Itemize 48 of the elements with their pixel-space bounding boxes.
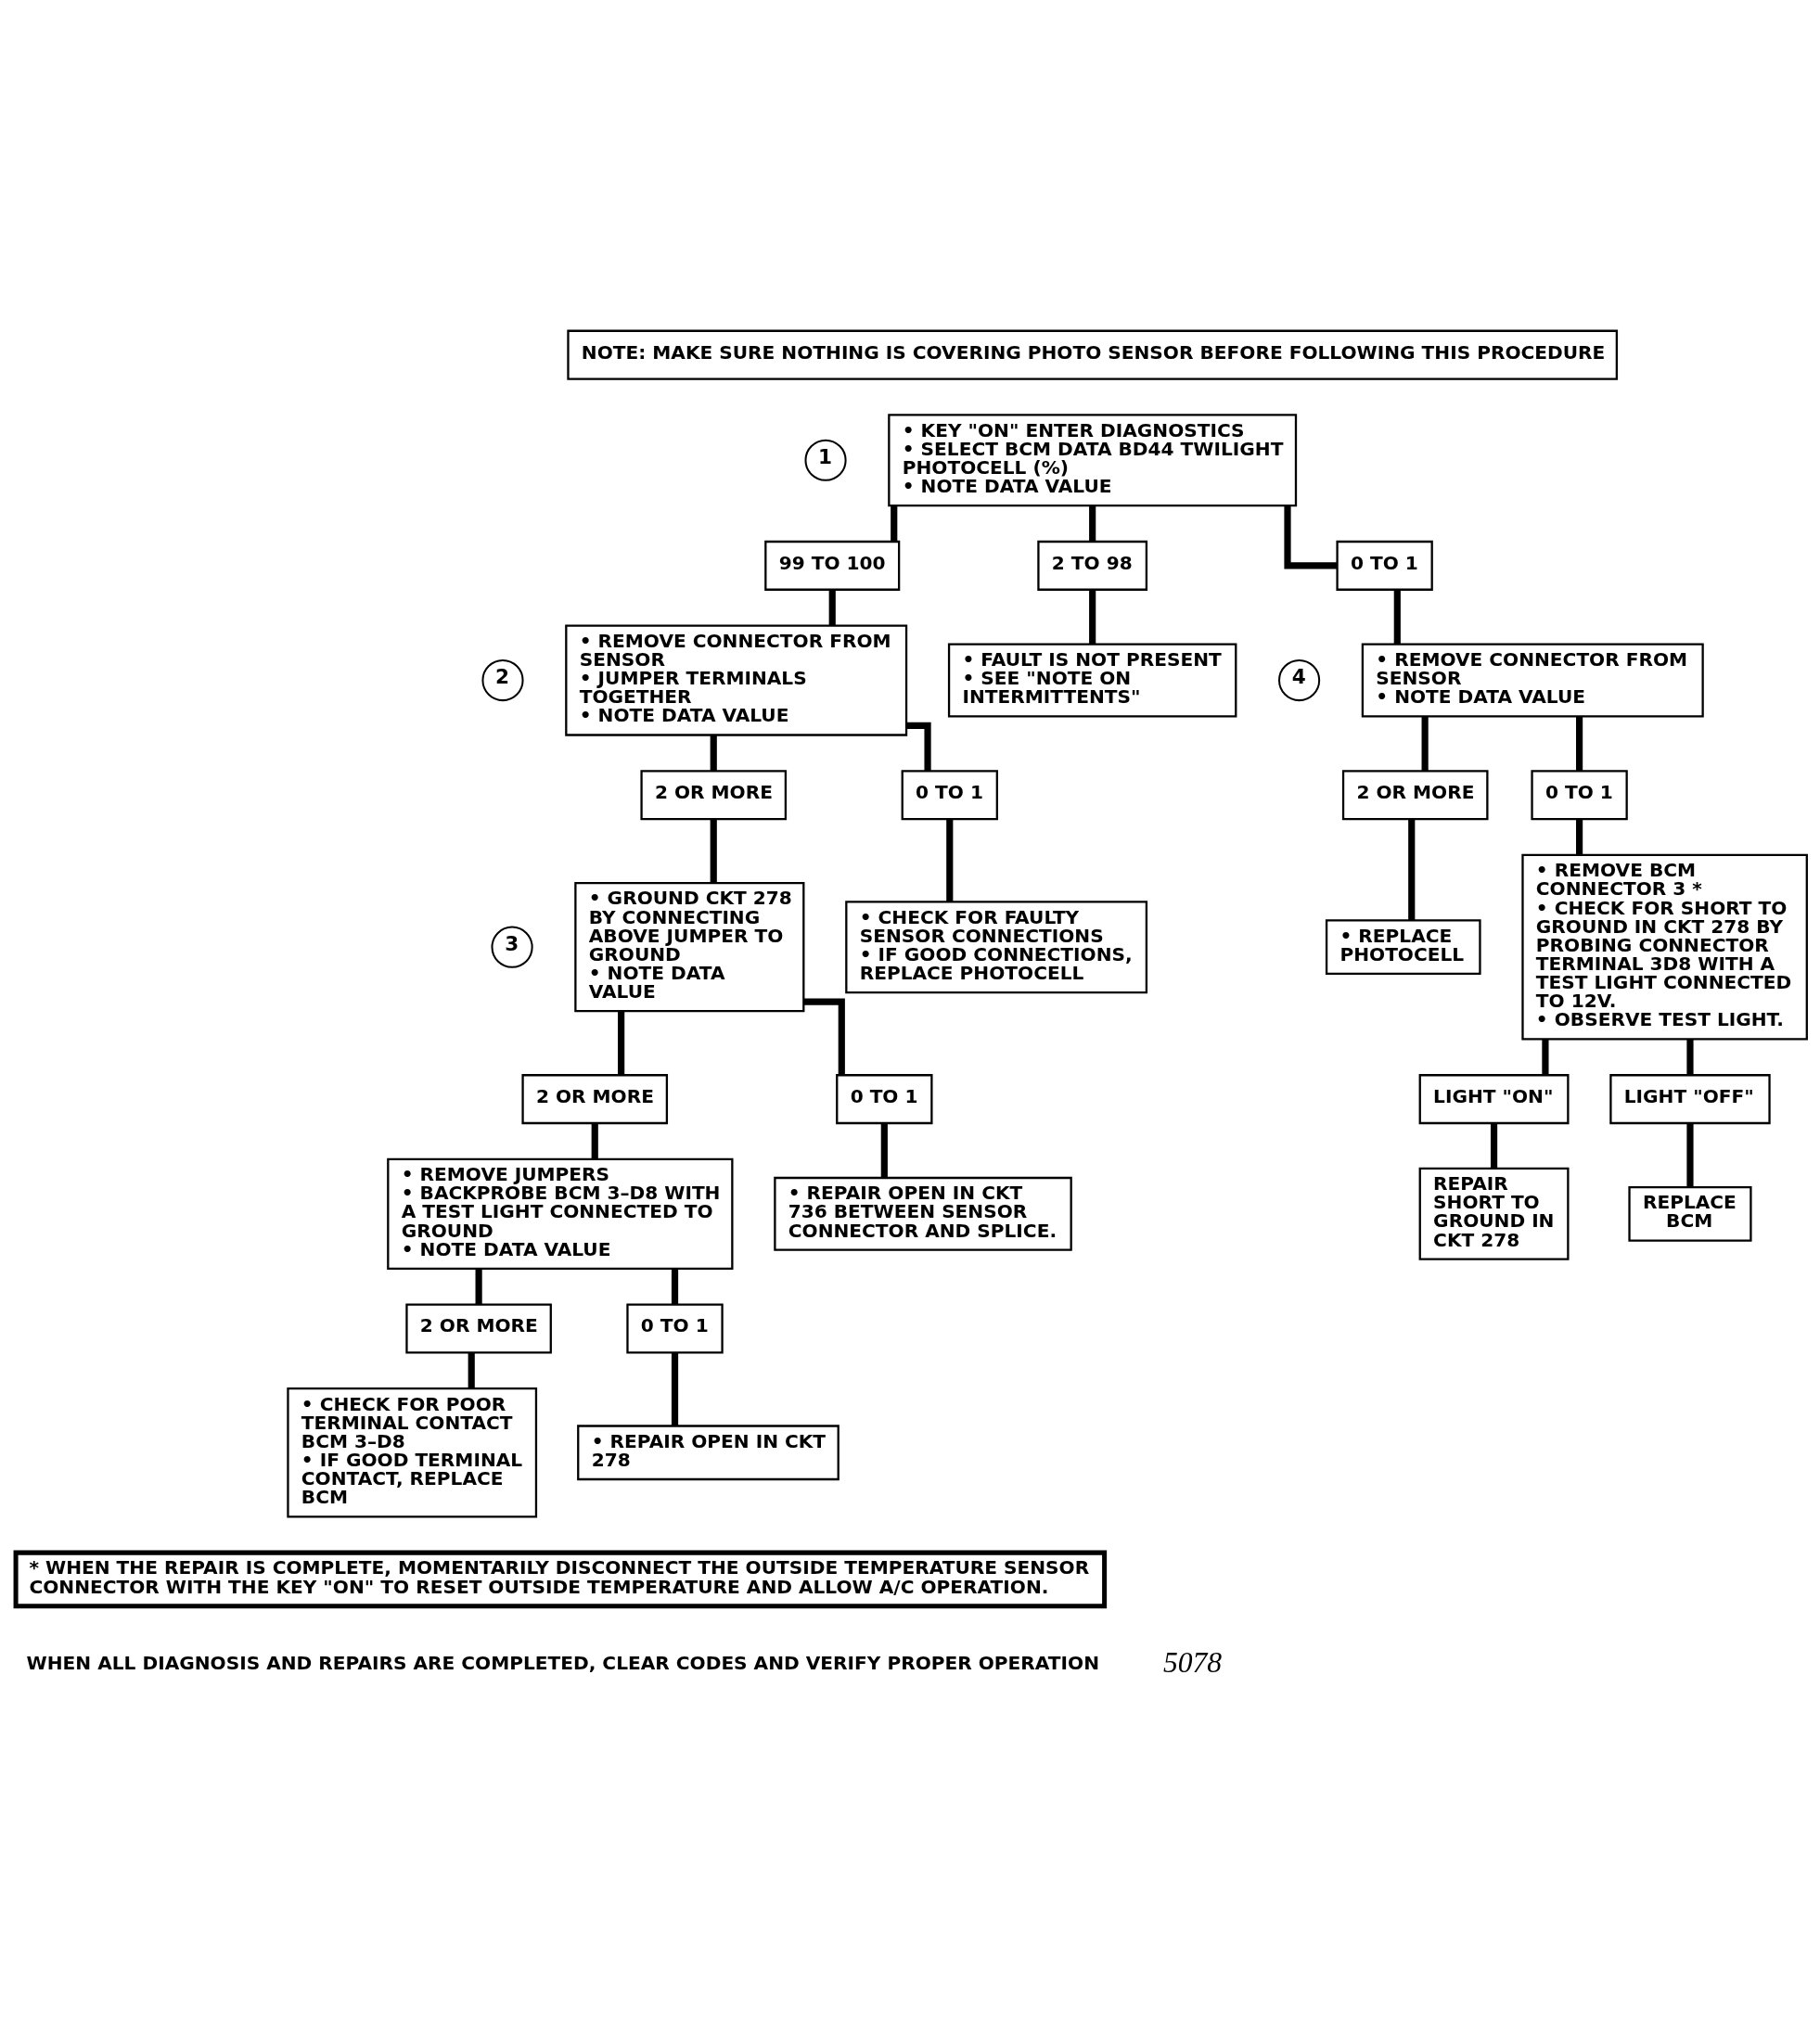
node-box: • CHECK FOR FAULTY SENSOR CONNECTIONS • IF GOOD CONNECTIONS, REPLACE PHOTOCELL — [845, 900, 1148, 993]
node-box: 0 TO 1 — [836, 1073, 933, 1124]
node-box: 0 TO 1 — [626, 1302, 724, 1354]
connector — [1686, 1122, 1694, 1187]
node-box: • GROUND CKT 278 BY CONNECTING ABOVE JUMPER TO GROUND • NOTE DATA VALUE — [574, 881, 805, 1012]
connector — [1284, 505, 1338, 569]
node-box: • CHECK FOR POOR TERMINAL CONTACT BCM 3–D8 • IF GOOD TERMINAL CONTACT, REPLACE BCM — [287, 1387, 538, 1517]
node-box: • REPAIR OPEN IN CKT 278 — [577, 1424, 840, 1480]
connector — [891, 505, 898, 542]
connector — [1686, 1039, 1694, 1075]
node-box: • REPLACE PHOTOCELL — [1325, 918, 1481, 975]
node-box: LIGHT "OFF" — [1609, 1073, 1771, 1124]
node-box: * WHEN THE REPAIR IS COMPLETE, MOMENTARILY DISCONNECT THE OUTSIDE TEMPERATURE SENSOR CONNECTOR WITH THE KEY "ON" TO RESET OUTSIDE TEMPERATURE AND ALLOW A/C OPERATION. — [13, 1550, 1108, 1608]
node-box: 2 OR MORE — [1341, 769, 1489, 820]
node-box: REPLACE BCM — [1628, 1185, 1752, 1242]
connector — [1393, 589, 1401, 645]
node-box: • FAULT IS NOT PRESENT • SEE "NOTE ON INTERMITTENTS" — [947, 643, 1237, 718]
label: WHEN ALL DIAGNOSIS AND REPAIRS ARE COMPLETED, CLEAR CODES AND VERIFY PROPER OPERATION — [26, 1651, 1100, 1674]
node-box: 2 TO 98 — [1037, 540, 1148, 591]
node-box: • REMOVE JUMPERS • BACKPROBE BCM 3–D8 WITH A TEST LIGHT CONNECTED TO GROUND • NOTE DATA VALUE — [387, 1157, 734, 1270]
node-label: 2 — [495, 664, 510, 688]
node-box: 0 TO 1 — [901, 769, 998, 820]
node-label: 4 — [1291, 664, 1306, 688]
connector — [880, 1122, 888, 1178]
label: 5078 — [1162, 1645, 1223, 1679]
connector — [1089, 589, 1096, 645]
node-label: 1 — [818, 444, 833, 468]
node-box: 2 OR MORE — [640, 769, 788, 820]
node-label: 3 — [505, 931, 519, 955]
connector — [591, 1122, 598, 1159]
connector — [1089, 505, 1096, 542]
node-box: 99 TO 100 — [764, 540, 901, 591]
node-box: • REMOVE BCM CONNECTOR 3 * • CHECK FOR SHORT TO GROUND IN CKT 278 BY PROBING CONNECTOR TERMINAL 3D8 WITH A TEST LIGHT CONNECTED TO 12V. • OBSERVE TEST LIGHT. — [1521, 853, 1808, 1041]
node-box: LIGHT "ON" — [1418, 1073, 1570, 1124]
connector — [618, 1010, 625, 1075]
node-box: 0 TO 1 — [1336, 540, 1433, 591]
node-box: • REMOVE CONNECTOR FROM SENSOR • JUMPER TERMINALS TOGETHER • NOTE DATA VALUE — [565, 623, 908, 736]
node-box: REPAIR SHORT TO GROUND IN CKT 278 — [1418, 1167, 1570, 1260]
node-box: 2 OR MORE — [521, 1073, 669, 1124]
node-box: 2 OR MORE — [405, 1302, 552, 1354]
node-box: • REMOVE CONNECTOR FROM SENSOR • NOTE DATA VALUE — [1361, 643, 1704, 718]
node-box: NOTE: MAKE SURE NOTHING IS COVERING PHOTO SENSOR BEFORE FOLLOWING THIS PROCEDURE — [567, 329, 1618, 380]
node-box: 0 TO 1 — [1531, 769, 1628, 820]
node-box: • KEY "ON" ENTER DIAGNOSTICS • SELECT BCM DATA BD44 TWILIGHT PHOTOCELL (%) • NOTE DATA VALUE — [888, 413, 1298, 506]
node-box: • REPAIR OPEN IN CKT 736 BETWEEN SENSOR CONNECTOR AND SPLICE. — [774, 1176, 1072, 1251]
connector — [1542, 1039, 1549, 1075]
connector — [1490, 1122, 1498, 1169]
connector — [468, 1352, 475, 1388]
